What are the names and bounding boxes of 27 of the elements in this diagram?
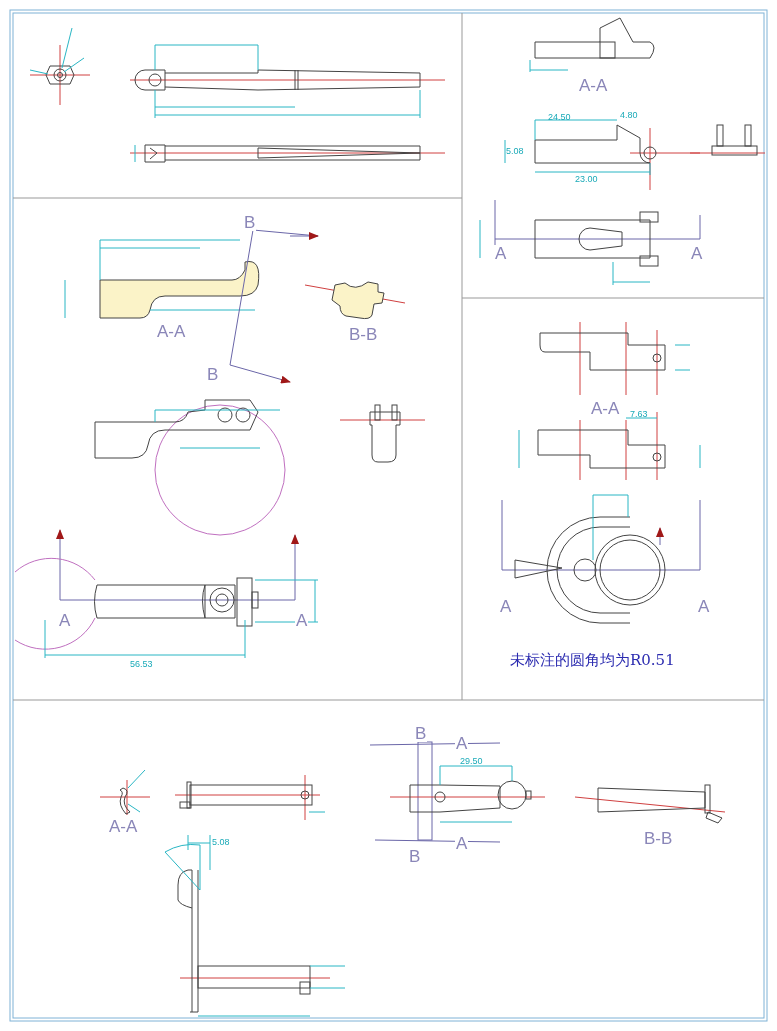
section-label: A <box>455 735 469 752</box>
dimension-value: 5.08 <box>506 147 524 156</box>
section-label: A-A <box>156 323 187 340</box>
section-label: A-A <box>108 818 139 835</box>
note-text: 未标注的圆角均为R0.51 <box>510 653 675 668</box>
section-label: B-B <box>348 326 379 343</box>
section-label: A <box>697 598 711 615</box>
section-label: B-B <box>643 830 674 847</box>
dimension-value: 7.63 <box>630 410 648 419</box>
section-label: B <box>408 848 422 865</box>
dimension-value: 5.08 <box>212 838 230 847</box>
section-label: B <box>206 366 220 383</box>
section-label: B <box>243 214 257 231</box>
dimension-value: 4.80 <box>620 111 638 120</box>
section-label: A <box>499 598 513 615</box>
section-label: A <box>455 835 469 852</box>
section-label: A-A <box>590 400 621 417</box>
section-label: A <box>494 245 508 262</box>
section-label: A <box>690 245 704 262</box>
dimension-value: 24.50 <box>548 113 571 122</box>
section-label: A <box>295 612 309 629</box>
dimension-value: 29.50 <box>460 757 483 766</box>
section-label: B <box>414 725 428 742</box>
section-label: A-A <box>578 77 609 94</box>
dimension-value: 23.00 <box>575 175 598 184</box>
dimension-value: 56.53 <box>130 660 153 669</box>
section-label: A <box>58 612 72 629</box>
